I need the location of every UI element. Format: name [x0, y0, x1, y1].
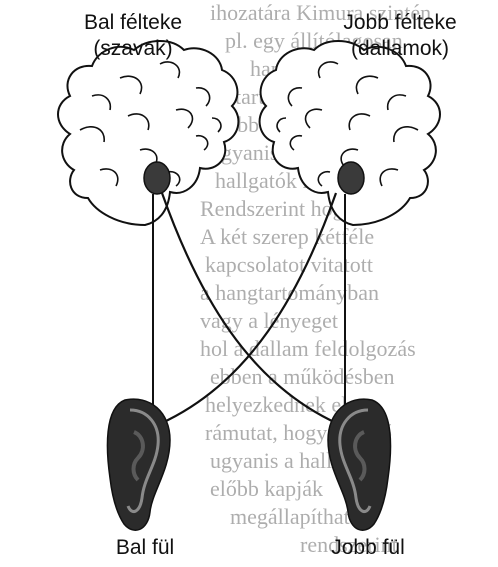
right-hemisphere-subtitle: (dallamok) [320, 36, 480, 62]
svg-text:a hangtartományban: a hangtartományban [200, 280, 379, 305]
left-ear-drawing [107, 399, 170, 530]
left-hemisphere-title: Bal félteke [58, 10, 208, 36]
right-hemisphere-label: Jobb félteke (dallamok) [320, 10, 480, 62]
svg-text:előbb kapják: előbb kapják [210, 476, 323, 501]
svg-text:hol a dallam feldolgozás: hol a dallam feldolgozás [200, 336, 416, 361]
svg-text:A két szerep kétféle: A két szerep kétféle [200, 224, 374, 249]
left-hemisphere-label: Bal félteke (szavak) [58, 10, 208, 62]
svg-text:kapcsolatot vitatott: kapcsolatot vitatott [205, 252, 373, 277]
svg-text:megállapítható: megállapítható [230, 504, 361, 529]
right-ear-label: Jobb fül [308, 535, 428, 561]
left-thalamus-nucleus [144, 162, 170, 194]
right-thalamus-nucleus [338, 162, 364, 194]
left-ear-label: Bal fül [90, 535, 200, 561]
right-hemisphere-title: Jobb félteke [320, 10, 480, 36]
left-ear-ipsilateral-pathway [153, 194, 155, 425]
left-hemisphere-subtitle: (szavak) [58, 36, 208, 62]
